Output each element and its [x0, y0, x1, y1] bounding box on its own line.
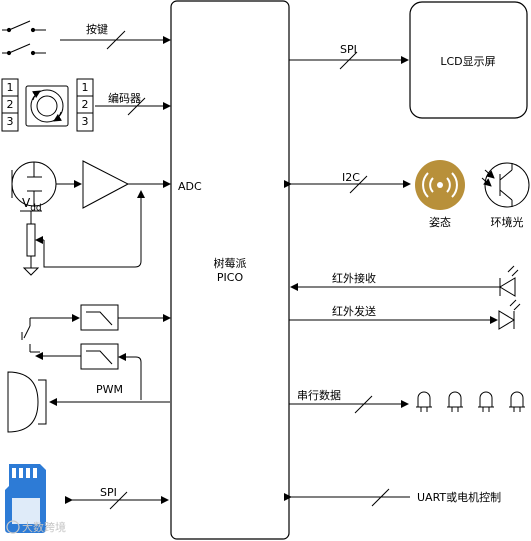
- pwm-to-filter2: [118, 353, 142, 400]
- switch-icon: [2, 20, 46, 56]
- pwm-label: PWM: [96, 383, 124, 396]
- filter-2: [80, 343, 119, 370]
- pico-title-line1: 树莓派: [213, 257, 247, 270]
- watermark-text: 大数跨境: [22, 521, 66, 534]
- phototransistor-icon: [481, 162, 530, 208]
- encoder-pin-right-3: 3: [81, 115, 89, 128]
- encoder-pin-left-2: 2: [6, 98, 14, 111]
- light-label: 环境光: [490, 216, 524, 229]
- pico-title-line2: PICO: [216, 271, 244, 284]
- amplifier-icon: [82, 160, 130, 209]
- lcd-spi-slash: [339, 51, 358, 70]
- uart-label: UART或电机控制: [417, 491, 502, 504]
- encoder-bus-slash: [127, 97, 146, 116]
- encoder-icon: [1, 78, 94, 132]
- pico-board: [170, 0, 290, 540]
- reed-switch-icon: [21, 317, 79, 353]
- encoder-pin-left-3: 3: [6, 115, 14, 128]
- ir-emitter-diode-icon: [498, 299, 521, 330]
- keys-label: 按键: [86, 23, 108, 36]
- gyro-label: 姿态: [429, 216, 451, 229]
- adc-label: ADC: [178, 180, 202, 193]
- lcd-title: LCD显示屏: [440, 55, 496, 68]
- encoder-pin-right-1: 1: [81, 81, 89, 94]
- pot-to-adc: [43, 190, 145, 268]
- lcd-box: [409, 1, 528, 119]
- watermark-logo: [6, 520, 20, 534]
- gyro-sensor-icon: [415, 160, 465, 210]
- speaker-icon: [7, 371, 47, 433]
- vdd-label: Vdd: [22, 196, 42, 214]
- sd-spi-slash: [109, 491, 128, 510]
- uart-slash: [371, 488, 390, 507]
- filter-1: [80, 304, 119, 331]
- i2c-label: I2C: [342, 171, 360, 184]
- ir-rx-label: 红外接收: [332, 272, 376, 285]
- potentiometer-icon: [20, 210, 44, 276]
- sd-spi-label: SPI: [100, 486, 117, 499]
- lcd-spi-label: SPI: [340, 43, 357, 56]
- sd-card-icon: [5, 464, 46, 533]
- ir-receiver-diode-icon: [499, 265, 519, 297]
- encoder-label: 编码器: [108, 92, 141, 105]
- serial-slash: [354, 395, 373, 414]
- i2c-slash: [349, 175, 368, 194]
- led-array-icon: [416, 391, 525, 412]
- keys-bus-slash: [106, 30, 126, 50]
- encoder-pin-left-1: 1: [6, 81, 14, 94]
- encoder-pin-right-2: 2: [81, 98, 89, 111]
- ir-tx-label: 红外发送: [332, 305, 376, 318]
- serial-label: 串行数据: [297, 389, 341, 402]
